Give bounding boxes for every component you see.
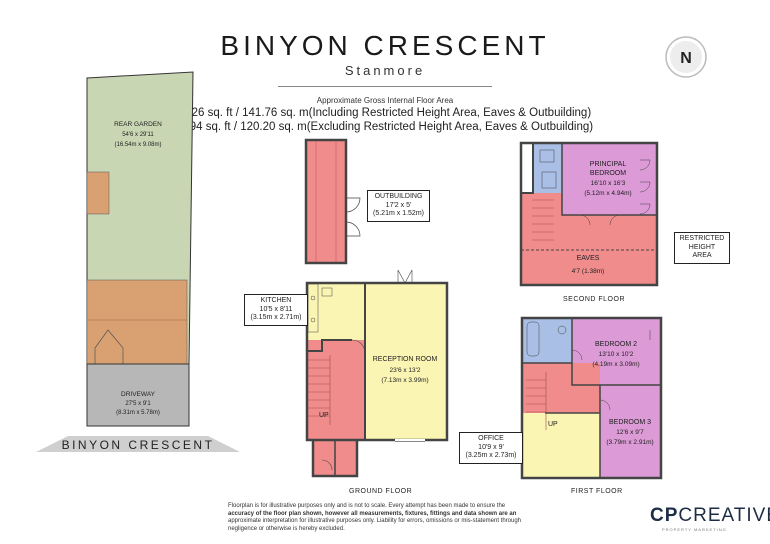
restricted-name-1: RESTRICTED — [679, 235, 725, 242]
disclaimer-line-2: approximate interpretation for illustrat… — [228, 518, 499, 525]
kitchen-name: KITCHEN — [260, 297, 292, 304]
kitchen-label: KITCHEN 10'5 x 8'11 (3.15m x 2.71m) — [244, 294, 308, 326]
first-floor-caption: FIRST FLOOR — [571, 488, 623, 495]
restricted-label: RESTRICTED HEIGHT AREA — [674, 232, 730, 264]
principal-bedroom — [562, 143, 657, 215]
driveway-dims-imperial: 27'5 x 9'1 — [125, 401, 151, 407]
reception-room — [365, 283, 447, 440]
bedroom3-dims-metric: (3.79m x 2.91m) — [606, 439, 653, 446]
office-name: OFFICE — [478, 435, 504, 442]
bedroom-3 — [600, 385, 661, 478]
bay-roof — [94, 329, 124, 365]
office-label: OFFICE 10'9 x 9' (3.25m x 2.73m) — [459, 432, 523, 464]
brand-logo: CPCREATIVE — [650, 505, 770, 527]
restricted-name-3: AREA — [692, 252, 712, 259]
site-plan: REAR GARDEN 54'6 x 29'11 (16.54m x 9.08m… — [36, 71, 240, 452]
brand-cp: CP — [650, 505, 679, 526]
first-stairs-up: UP — [548, 421, 558, 428]
compass-north-icon: N — [665, 36, 707, 78]
principal-name-1: PRINCIPAL — [590, 161, 627, 168]
outbuilding-dims-metric: (5.21m x 1.52m) — [373, 210, 424, 217]
principal-dims-metric: (5.12m x 4.94m) — [584, 190, 631, 197]
office-dims-imperial: 10'9 x 9' — [478, 443, 504, 451]
eaves-name: EAVES — [577, 255, 600, 262]
outbuilding-label: OUTBUILDING 17'2 x 5' (5.21m x 1.52m) — [367, 190, 430, 222]
reception-dims-metric: (7.13m x 3.99m) — [381, 377, 428, 384]
garden-dims-metric: (16.54m x 9.08m) — [114, 142, 161, 148]
hallway — [307, 340, 365, 440]
page-title: BINYON CRESCENT — [220, 30, 550, 61]
bedroom2-dims-metric: (4.19m x 3.09m) — [592, 361, 639, 368]
area-heading: Approximate Gross Internal Floor Area — [316, 96, 454, 105]
title-divider — [278, 86, 492, 87]
bedroom2-dims-imperial: 13'10 x 10'2 — [599, 351, 634, 358]
area-including: 1526 sq. ft / 141.76 sq. m(Including Res… — [178, 107, 592, 119]
bedroom2-name: BEDROOM 2 — [595, 341, 637, 348]
ground-stairs-up: UP — [319, 412, 329, 419]
reception-name: RECEPTION ROOM — [373, 356, 438, 363]
area-excluding: 1294 sq. ft / 120.20 sq. m(Excluding Res… — [176, 121, 594, 133]
bedroom3-name: BEDROOM 3 — [609, 419, 651, 426]
ground-floor-caption: GROUND FLOOR — [349, 488, 413, 495]
disclaimer-line-1: Floorplan is for illustrative purposes o… — [228, 503, 506, 509]
garden-dims-imperial: 54'6 x 29'11 — [122, 132, 154, 138]
driveway-name: DRIVEWAY — [121, 391, 156, 398]
bathroom — [522, 318, 572, 363]
brand-tagline: PROPERTY MARKETING — [662, 527, 727, 532]
second-floor-plan: PRINCIPAL BEDROOM 16'10 x 16'3 (5.12m x … — [519, 141, 659, 287]
street — [36, 436, 240, 452]
page-subtitle: Stanmore — [344, 63, 426, 78]
second-landing — [521, 193, 562, 250]
second-floor-caption: SECOND FLOOR — [563, 296, 626, 303]
disclaimer-bold: accuracy of the floor plan shown, howeve… — [228, 510, 517, 517]
reception-dims-imperial: 23'6 x 13'2 — [389, 367, 420, 374]
outbuilding-dims-imperial: 17'2 x 5' — [385, 201, 412, 209]
outbuilding-plan — [304, 138, 361, 265]
disclaimer: Floorplan is for illustrative purposes o… — [228, 503, 528, 533]
eaves-dims: 4'7 (1.38m) — [572, 268, 605, 275]
brand-name: CREATIVE — [678, 505, 770, 526]
restricted-area — [562, 215, 657, 250]
restricted-name-2: HEIGHT — [688, 243, 716, 251]
bedroom3-dims-imperial: 12'6 x 9'7 — [616, 429, 644, 436]
disclaimer-line-3: through negligence or otherwise is hereb… — [228, 518, 522, 532]
ensuite — [533, 143, 562, 193]
eaves-area — [521, 250, 657, 285]
first-floor-plan: UP BEDROOM 2 13'10 x 10'2 (4.19m x 3.09m… — [520, 316, 663, 480]
office-room — [522, 413, 600, 478]
kitchen-dims-imperial: 10'5 x 8'11 — [259, 305, 293, 313]
ground-floor-plan: UP RECEPTION ROOM 23'6 x 13'2 (7.13m x 3… — [305, 269, 449, 478]
driveway-dims-metric: (8.31m x 5.78m) — [116, 410, 160, 416]
kitchen-dims-metric: (3.15m x 2.71m) — [250, 314, 302, 321]
principal-name-2: BEDROOM — [590, 170, 626, 177]
outbuilding-roof — [86, 171, 110, 215]
office-dims-metric: (3.25m x 2.73m) — [465, 452, 517, 459]
driveway — [86, 363, 190, 427]
principal-dims-imperial: 16'10 x 16'3 — [591, 180, 626, 187]
garden-name: REAR GARDEN — [114, 121, 162, 128]
compass-label: N — [680, 50, 692, 67]
outbuilding-name: OUTBUILDING — [374, 193, 423, 200]
street-name: BINYON CRESCENT — [62, 438, 215, 452]
